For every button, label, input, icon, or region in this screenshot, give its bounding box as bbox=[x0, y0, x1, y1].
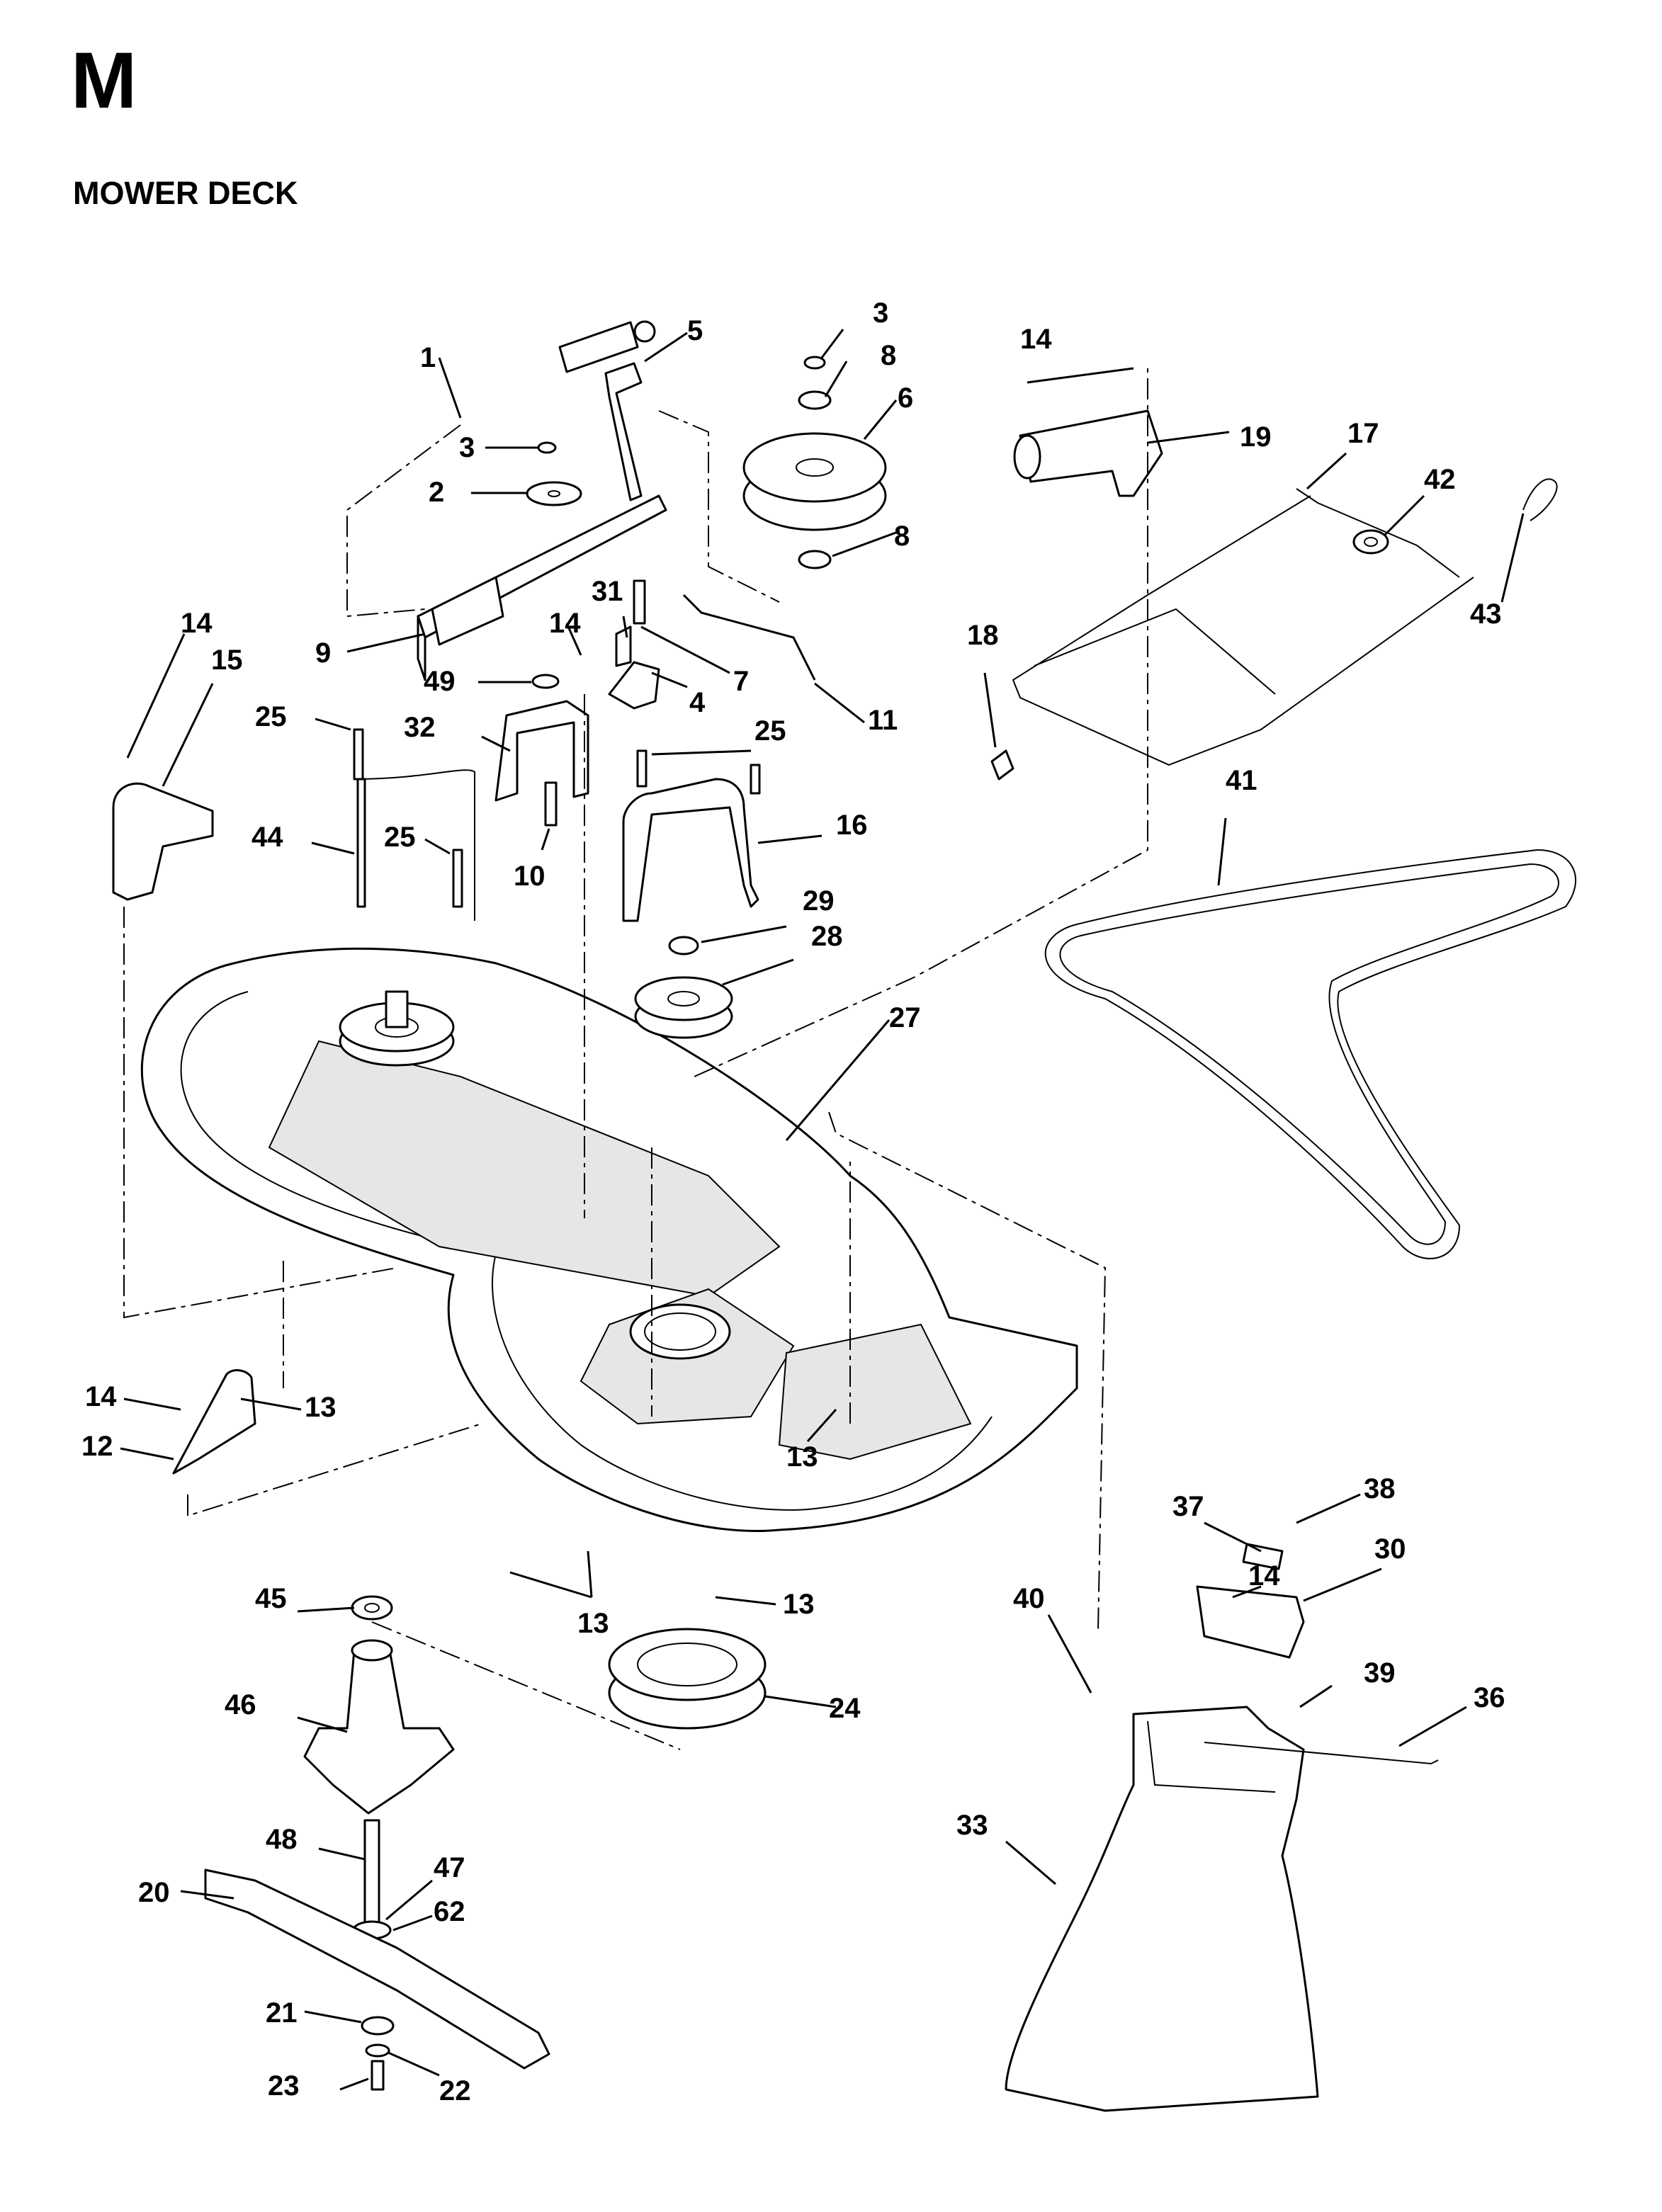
idler-arm-bracket-9 bbox=[417, 494, 667, 681]
section-title: MOWER DECK bbox=[73, 175, 298, 211]
pin-18 bbox=[990, 749, 1014, 781]
callout-16: 16 bbox=[836, 810, 868, 841]
nut-3-top bbox=[537, 441, 557, 454]
callout-15: 15 bbox=[211, 645, 243, 676]
callout-25: 25 bbox=[754, 715, 786, 747]
callout-31: 31 bbox=[592, 576, 623, 607]
callout-9: 9 bbox=[315, 637, 331, 669]
callout-7: 7 bbox=[733, 666, 749, 697]
bolts bbox=[353, 579, 761, 908]
callout-13: 13 bbox=[577, 1608, 609, 1639]
deck-spindle-pulley bbox=[339, 990, 455, 1067]
callout-27: 27 bbox=[889, 1002, 921, 1033]
callout-48: 48 bbox=[266, 1824, 298, 1855]
callout-30: 30 bbox=[1374, 1533, 1406, 1565]
callout-5: 5 bbox=[687, 315, 703, 346]
callout-42: 42 bbox=[1424, 464, 1456, 495]
callout-14: 14 bbox=[85, 1381, 117, 1412]
callout-29: 29 bbox=[803, 885, 835, 917]
mower-deck-housing bbox=[141, 947, 1078, 1533]
washer-42 bbox=[1352, 529, 1389, 555]
callout-37: 37 bbox=[1172, 1491, 1204, 1522]
callout-17: 17 bbox=[1347, 418, 1379, 449]
spring-37 bbox=[1242, 1543, 1284, 1570]
callout-62: 62 bbox=[434, 1896, 465, 1927]
callout-25: 25 bbox=[255, 701, 287, 732]
section-letter: M bbox=[71, 36, 137, 125]
callouts: 1 2 3 3 4 5 6 7 8 8 9 10 11 12 13 13 13 … bbox=[81, 297, 1505, 2106]
callout-32: 32 bbox=[404, 712, 436, 743]
callout-8: 8 bbox=[881, 340, 896, 371]
callout-20: 20 bbox=[138, 1877, 170, 1908]
rod-11 bbox=[682, 594, 816, 681]
cover-24 bbox=[608, 1628, 767, 1730]
callout-22: 22 bbox=[439, 2075, 471, 2106]
chute-bracket-30 bbox=[1196, 1585, 1305, 1659]
callout-41: 41 bbox=[1226, 765, 1257, 796]
leader-lines bbox=[120, 329, 1525, 2091]
spindle-shaft-48 bbox=[352, 1819, 392, 1940]
callout-33: 33 bbox=[956, 1810, 988, 1841]
hardware-21-22-23 bbox=[361, 2016, 395, 2091]
spring-1 bbox=[558, 320, 656, 373]
bracket-32 bbox=[494, 700, 589, 802]
callout-14: 14 bbox=[1020, 324, 1052, 355]
callout-11: 11 bbox=[868, 705, 898, 736]
callout-40: 40 bbox=[1013, 1583, 1045, 1614]
rod-44 bbox=[354, 769, 475, 921]
callout-6: 6 bbox=[898, 382, 913, 414]
callout-43: 43 bbox=[1470, 599, 1502, 630]
callout-24: 24 bbox=[829, 1693, 861, 1724]
callout-14: 14 bbox=[181, 608, 213, 639]
callout-3: 3 bbox=[873, 297, 888, 329]
callout-14: 14 bbox=[549, 608, 581, 639]
callout-19: 19 bbox=[1240, 421, 1272, 453]
bracket-4 bbox=[608, 661, 660, 710]
chute-33 bbox=[1005, 1706, 1319, 2112]
spindle-housing-46 bbox=[303, 1639, 455, 1815]
chute-rod-36 bbox=[1204, 1742, 1439, 1765]
callout-38: 38 bbox=[1364, 1473, 1396, 1504]
callout-28: 28 bbox=[811, 921, 843, 952]
hairpin-43 bbox=[1522, 478, 1558, 521]
callout-49: 49 bbox=[424, 666, 456, 697]
callout-12: 12 bbox=[81, 1431, 113, 1462]
callout-8: 8 bbox=[894, 521, 910, 552]
callout-23: 23 bbox=[268, 2070, 300, 2102]
callout-10: 10 bbox=[514, 861, 545, 892]
drive-belt-41 bbox=[1044, 849, 1577, 1259]
bracket-15 bbox=[112, 782, 214, 901]
callout-13: 13 bbox=[786, 1441, 818, 1473]
callout-14: 14 bbox=[1248, 1560, 1280, 1592]
assembly-lines bbox=[123, 368, 1148, 1750]
belt-guide-16 bbox=[622, 778, 759, 922]
callout-44: 44 bbox=[251, 822, 283, 853]
bearing-45 bbox=[351, 1595, 393, 1621]
callout-2: 2 bbox=[429, 477, 444, 508]
lift-bracket-19 bbox=[1013, 409, 1163, 497]
callout-47: 47 bbox=[434, 1852, 465, 1883]
callout-25: 25 bbox=[384, 822, 416, 853]
callout-21: 21 bbox=[266, 1997, 298, 2029]
blade-20 bbox=[204, 1868, 550, 2070]
callout-13: 13 bbox=[783, 1589, 815, 1620]
idler-pulley-28 bbox=[634, 936, 733, 1039]
callout-46: 46 bbox=[225, 1689, 256, 1720]
callout-36: 36 bbox=[1474, 1682, 1505, 1713]
callout-1: 1 bbox=[420, 342, 436, 373]
callout-45: 45 bbox=[255, 1583, 287, 1614]
bracket-12 bbox=[172, 1369, 256, 1475]
callout-13: 13 bbox=[305, 1392, 337, 1423]
washer-2 bbox=[526, 481, 582, 506]
engine-pulley-6 bbox=[742, 356, 887, 569]
callout-18: 18 bbox=[967, 620, 999, 651]
callout-39: 39 bbox=[1364, 1657, 1396, 1689]
lift-arm-17 bbox=[1012, 488, 1474, 766]
washer-49 bbox=[531, 674, 560, 689]
callout-4: 4 bbox=[689, 687, 706, 718]
idler-arm-5 bbox=[604, 362, 643, 501]
callout-3: 3 bbox=[459, 432, 475, 463]
